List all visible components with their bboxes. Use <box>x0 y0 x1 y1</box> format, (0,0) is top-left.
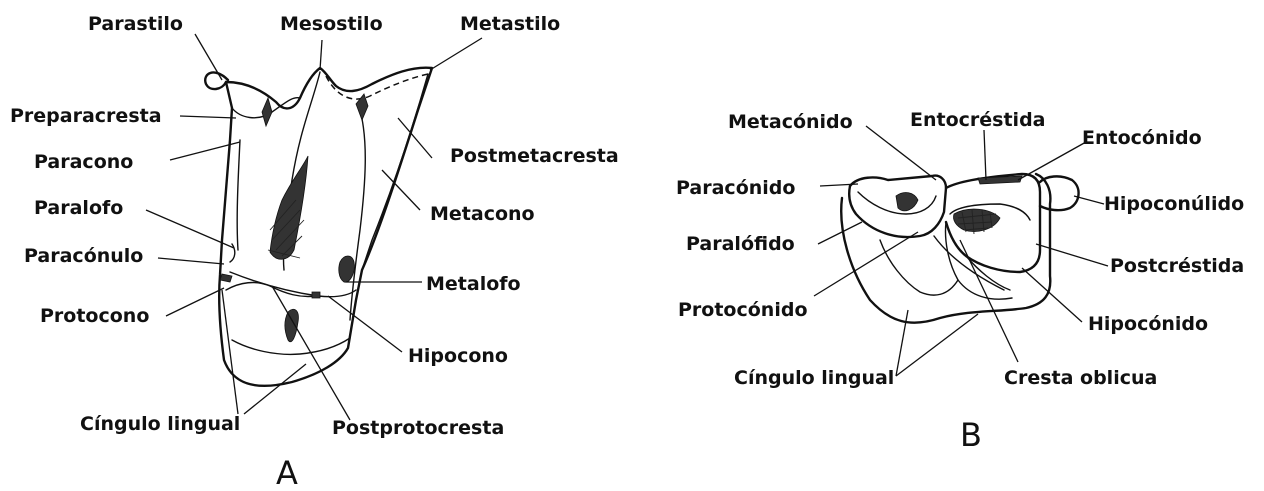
label-postcrestida: Postcréstida <box>1110 255 1244 277</box>
label-entoconido: Entocónido <box>1082 127 1202 149</box>
label-hipoconulido: Hipoconúlido <box>1104 193 1244 215</box>
label-cingulo-lingual-b: Cíngulo lingual <box>734 367 894 389</box>
label-metalofo: Metalofo <box>426 273 521 295</box>
label-paracono: Paracono <box>34 151 133 173</box>
label-paralofo: Paralofo <box>34 197 123 219</box>
label-paralofido: Paralófido <box>686 233 795 255</box>
label-mesostilo: Mesostilo <box>280 13 383 35</box>
panel-letter-a: A <box>276 454 298 491</box>
figure-b-labels: Metacónido Entocréstida Entocónido Parac… <box>676 109 1244 454</box>
label-postmetacresta: Postmetacresta <box>450 145 619 167</box>
label-metastilo: Metastilo <box>460 13 560 35</box>
label-hipoconido: Hipocónido <box>1088 313 1208 335</box>
label-entocrestida: Entocréstida <box>910 109 1046 131</box>
label-metaconido: Metacónido <box>728 111 853 133</box>
upper-molar-drawing <box>205 68 432 386</box>
label-cingulo-lingual-a: Cíngulo lingual <box>80 413 240 435</box>
label-preparacresta: Preparacresta <box>10 105 162 127</box>
label-protoconido: Protocónido <box>678 299 808 321</box>
label-parastilo: Parastilo <box>88 13 183 35</box>
label-postprotocresta: Postprotocresta <box>332 417 504 439</box>
label-cresta-oblicua: Cresta oblicua <box>1004 367 1157 389</box>
panel-letter-b: B <box>960 416 982 454</box>
lower-molar-drawing <box>841 174 1078 323</box>
label-metacono: Metacono <box>430 203 535 225</box>
figure-a-labels: Parastilo Mesostilo Metastilo Preparacre… <box>10 13 619 491</box>
label-paraconido: Paracónido <box>676 177 795 199</box>
label-hipocono: Hipocono <box>408 345 508 367</box>
label-paraconulo: Paracónulo <box>24 245 143 267</box>
label-protocono: Protocono <box>40 305 149 327</box>
